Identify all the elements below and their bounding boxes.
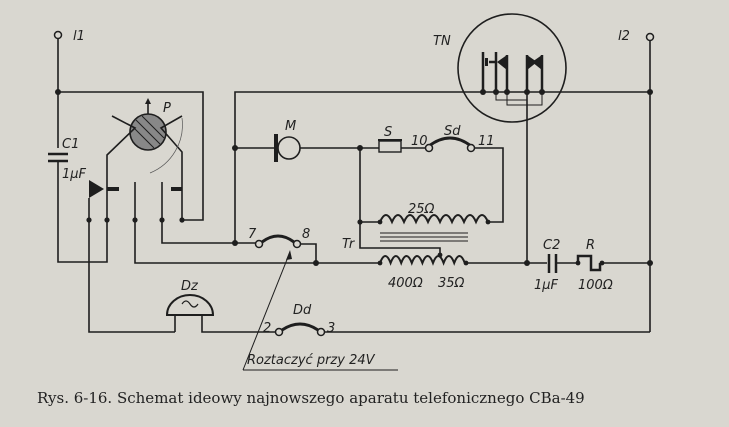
label-pin-3: 3	[327, 321, 335, 336]
terminal-l2	[645, 32, 655, 332]
label-pin-7: 7	[248, 227, 257, 242]
label-c2-value: 1μF	[534, 278, 559, 293]
label-l2: l2	[618, 29, 630, 44]
capacitor-c1	[48, 152, 75, 263]
label-c1: C1	[62, 137, 79, 152]
label-r-value: 100Ω	[578, 278, 613, 293]
transformer-tr	[357, 148, 491, 266]
label-s: S	[384, 125, 392, 140]
switch-tn	[457, 13, 567, 263]
microphone-m	[235, 134, 360, 162]
label-pin-11: 11	[478, 134, 495, 149]
figure-caption: Rys. 6-16. Schemat ideowy najnowszego ap…	[37, 389, 585, 407]
label-l1: l1	[73, 29, 85, 44]
note-arrow	[242, 250, 398, 371]
label-m: M	[285, 119, 296, 134]
label-p: P	[163, 101, 171, 116]
label-c1-value: 1μF	[62, 167, 87, 182]
label-tn: TN	[433, 34, 451, 49]
label-r: R	[586, 238, 595, 253]
label-25-ohm: 25Ω	[408, 202, 435, 217]
label-c2: C2	[543, 238, 560, 253]
jumper-sd	[424, 136, 504, 223]
label-dz: Dz	[181, 279, 199, 294]
label-400-ohm: 400Ω	[388, 276, 423, 291]
label-35-ohm: 35Ω	[438, 276, 465, 291]
label-dd: Dd	[293, 303, 312, 318]
label-pin-8: 8	[302, 227, 310, 242]
label-tr: Tr	[342, 237, 356, 252]
capacitor-c2	[547, 254, 576, 273]
resistor-r	[575, 254, 650, 272]
label-pin-2: 2	[263, 321, 271, 336]
hook-switch-p	[88, 98, 183, 220]
buzzer-dz	[165, 294, 276, 333]
note-text: Roztaczyć przy 24V	[247, 353, 376, 368]
label-pin-10: 10	[411, 134, 428, 149]
label-sd: Sd	[444, 124, 461, 139]
switch-s	[360, 139, 426, 153]
jumper-7-8	[254, 234, 317, 263]
jumper-dd	[274, 322, 650, 337]
